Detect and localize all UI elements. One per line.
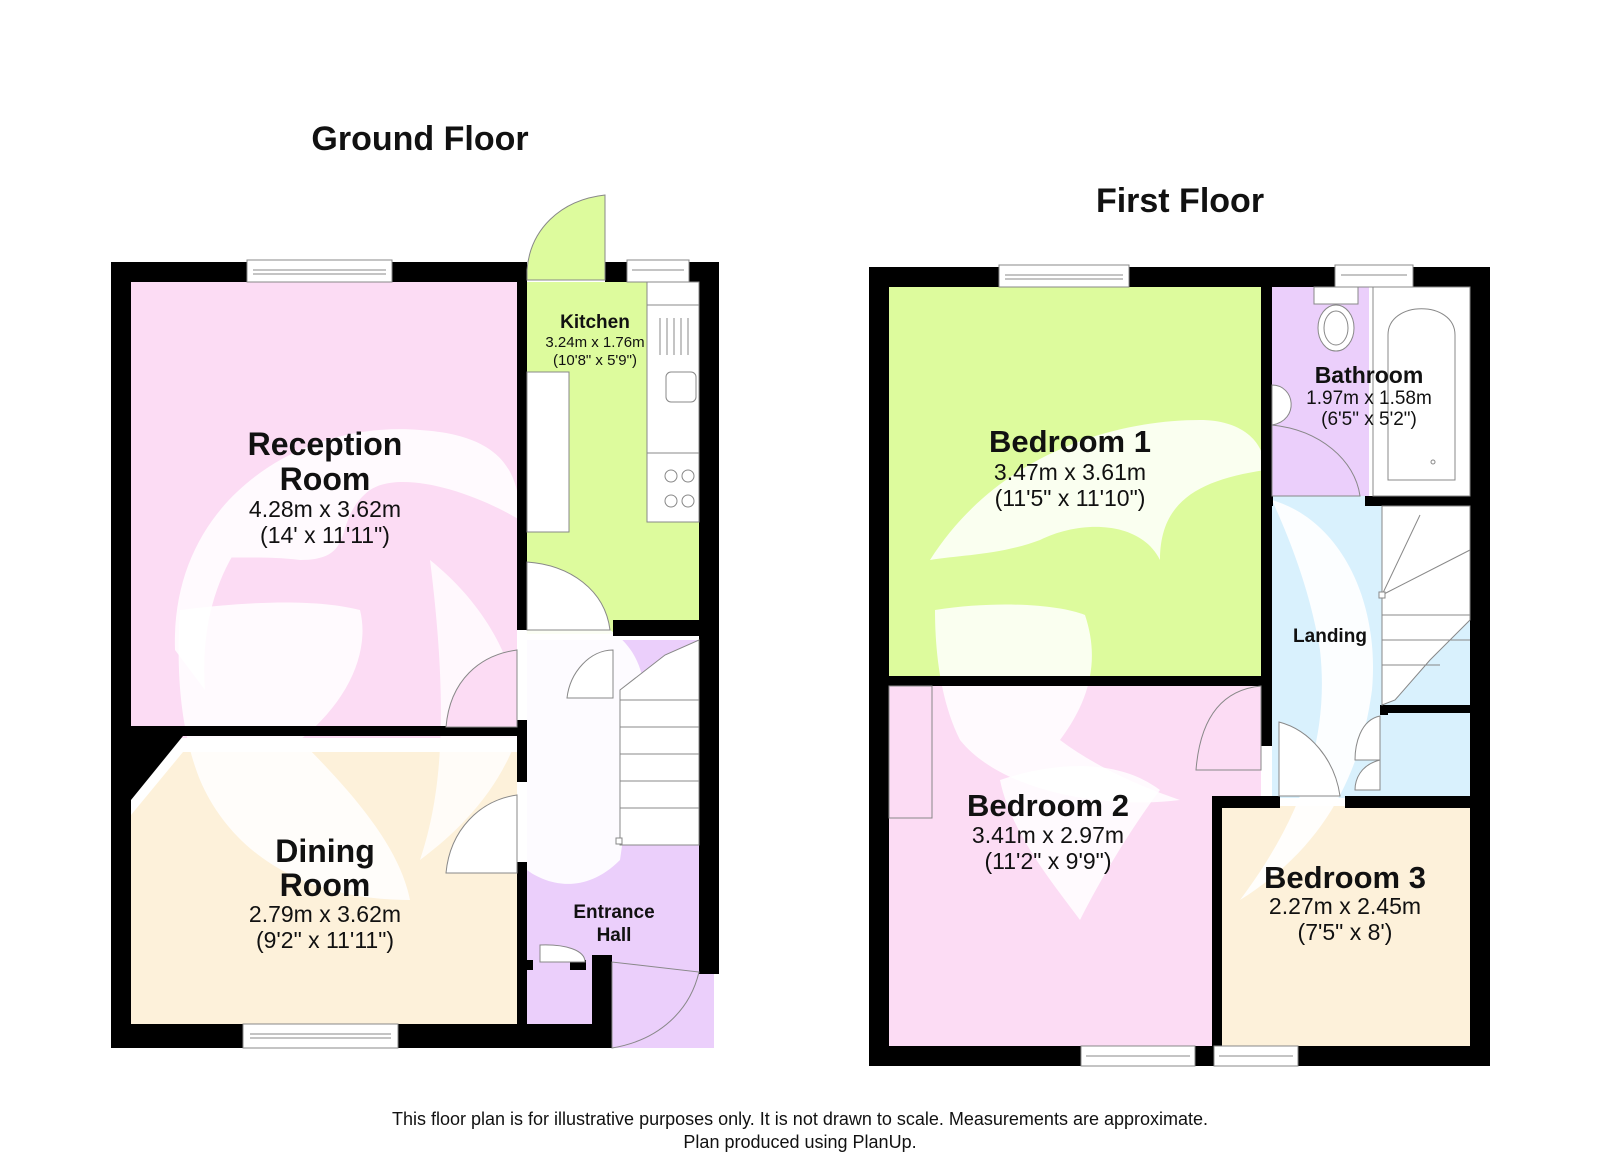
window bbox=[242, 259, 690, 1049]
bathroom-dimensions: 1.97m x 1.58m bbox=[1306, 388, 1432, 409]
bedroom-2-dimensions-imperial: (11'2" x 9'9") bbox=[985, 848, 1112, 874]
entrance-hall-label: Entrance bbox=[573, 902, 654, 923]
watermark-swirl bbox=[174, 429, 521, 690]
dining-room-dimensions: 2.79m x 3.62m bbox=[249, 901, 401, 927]
staircase bbox=[615, 639, 700, 846]
ground-floor-title: Ground Floor bbox=[311, 120, 528, 158]
ground-walls bbox=[111, 262, 719, 1048]
watermark-swirl bbox=[935, 604, 1180, 803]
hall-swirl bbox=[527, 615, 644, 884]
back-door-swing[interactable] bbox=[526, 194, 606, 281]
bedroom-3-dimensions: 2.27m x 2.45m bbox=[1269, 893, 1421, 919]
drainer-icon bbox=[659, 318, 689, 355]
ground-floor: Ground Floor bbox=[111, 120, 719, 1049]
door-swing[interactable] bbox=[445, 561, 700, 1049]
watermark-swirl bbox=[178, 602, 410, 900]
wardrobe-outline bbox=[888, 685, 933, 819]
bedroom-3-fill bbox=[1222, 806, 1470, 1046]
dining-room-label: Dining bbox=[275, 833, 375, 869]
reception-room-dimensions-imperial: (14' x 11'11") bbox=[260, 522, 390, 548]
kitchen-dimensions: 3.24m x 1.76m bbox=[545, 334, 644, 351]
bathroom-label: Bathroom bbox=[1315, 362, 1424, 388]
bedroom-1-dimensions: 3.47m x 3.61m bbox=[994, 459, 1146, 485]
first-walls bbox=[869, 267, 1490, 1066]
first-floor: First Floor bbox=[869, 182, 1490, 1067]
bedroom-3-dimensions-imperial: (7'5" x 8') bbox=[1298, 919, 1393, 945]
bathroom-dimensions-imperial: (6'5" x 5'2") bbox=[1321, 409, 1417, 430]
reception-room-label: Reception bbox=[248, 426, 403, 462]
disclaimer-text: This floor plan is for illustrative purp… bbox=[391, 1109, 1209, 1129]
reception-room-dimensions: 4.28m x 3.62m bbox=[249, 496, 401, 522]
staircase bbox=[1378, 505, 1471, 706]
dining-room-dimensions-imperial: (9'2" x 11'11") bbox=[256, 927, 394, 953]
hob-icon bbox=[664, 469, 695, 508]
entrance-hall-label: Hall bbox=[597, 925, 632, 946]
dining-room-fill bbox=[131, 752, 517, 1048]
window bbox=[998, 264, 1414, 1067]
basin-icon bbox=[1271, 384, 1292, 426]
bedroom-2-dimensions: 3.41m x 2.97m bbox=[972, 822, 1124, 848]
sink-icon bbox=[665, 371, 697, 403]
bath-icon bbox=[1372, 286, 1471, 497]
kitchen-dimensions-imperial: (10'8" x 5'9") bbox=[553, 352, 637, 369]
door-swing[interactable] bbox=[1195, 424, 1381, 797]
kitchen-label: Kitchen bbox=[560, 312, 630, 333]
bedroom-1-label: Bedroom 1 bbox=[989, 424, 1151, 459]
bedroom-1-dimensions-imperial: (11'5" x 11'10") bbox=[995, 485, 1146, 511]
watermark-swirl bbox=[1240, 500, 1374, 900]
credit-text: Plan produced using PlanUp. bbox=[683, 1132, 917, 1152]
toilet-icon bbox=[1313, 286, 1359, 352]
reception-room-label: Room bbox=[280, 461, 371, 497]
dining-room-label: Room bbox=[280, 867, 371, 903]
landing-label: Landing bbox=[1293, 626, 1367, 647]
bedroom-2-label: Bedroom 2 bbox=[967, 788, 1129, 823]
bedroom-3-label: Bedroom 3 bbox=[1264, 860, 1426, 895]
watermark-swirl bbox=[1000, 766, 1160, 920]
first-floor-title: First Floor bbox=[1096, 182, 1264, 220]
watermark-swirl bbox=[930, 420, 1265, 560]
